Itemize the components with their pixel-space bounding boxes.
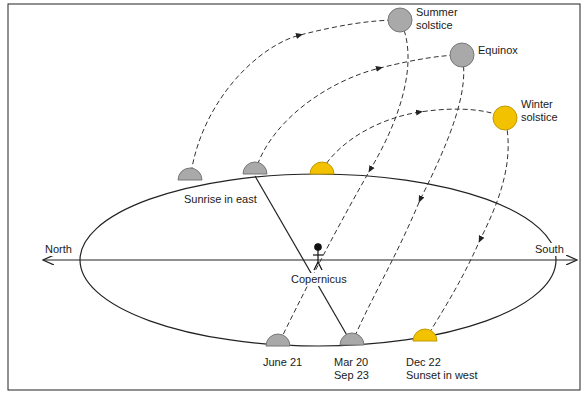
observer-figure (313, 244, 323, 270)
north-south-axis (44, 259, 576, 260)
east-west-line (255, 176, 352, 344)
sunset-label: Sunset in west (405, 369, 479, 382)
sunrise-label: Sunrise in east (183, 193, 258, 206)
date-label: Mar 20 Sep 23 (333, 356, 375, 382)
frame (8, 4, 580, 390)
sun-sunset-summer (266, 334, 290, 346)
direction-label: North (44, 243, 73, 256)
solstice-label: Summer solstice (415, 6, 469, 32)
sun-sunrise-equinox (243, 162, 267, 174)
sun-sunset-equinox (340, 333, 364, 345)
sun-sunset-winter (413, 329, 437, 341)
date-label: Dec 22 (405, 356, 442, 369)
winter-path (322, 109, 508, 340)
sun-sunrise-winter (310, 162, 334, 174)
solstice-label: Winter solstice (520, 98, 574, 124)
direction-label: South (534, 243, 565, 256)
equinox-label: Equinox (477, 44, 519, 57)
observer-label: Copernicus (290, 273, 348, 286)
sun-noon-equinox (450, 43, 474, 67)
sun-noon-summer (388, 8, 412, 32)
sun-noon-winter (493, 106, 517, 130)
sun-sunrise-summer (178, 168, 202, 180)
equinox-path (255, 55, 464, 343)
date-label: June 21 (262, 356, 303, 369)
